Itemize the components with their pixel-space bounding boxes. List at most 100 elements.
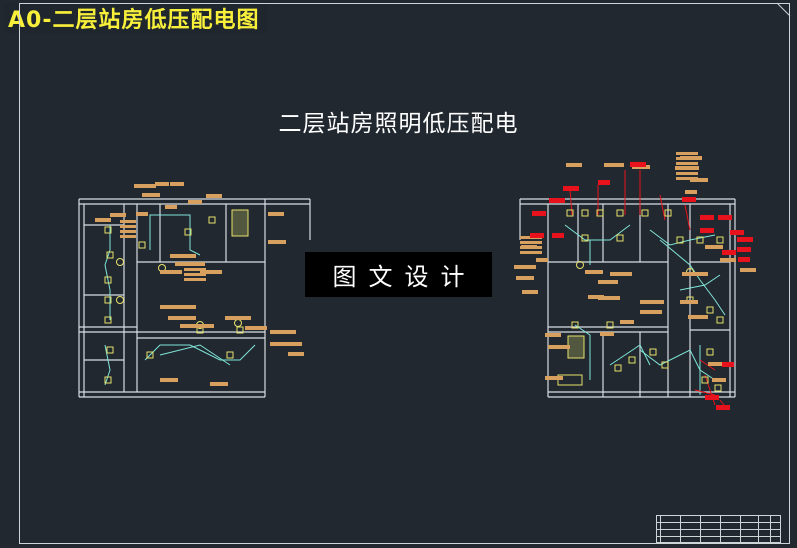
annotation-tag	[95, 218, 111, 222]
alert-tag	[737, 247, 751, 252]
annotation-tag	[170, 254, 196, 258]
annotation-tag	[688, 315, 708, 319]
alert-tag	[700, 228, 714, 233]
lighting-fixtures	[104, 209, 724, 392]
wire-run	[679, 274, 721, 291]
annotation-tag-stack	[184, 278, 206, 281]
drawing-frame	[19, 3, 790, 544]
fixture-symbol	[641, 209, 649, 217]
annotation-tag-stack	[120, 220, 136, 223]
fixture-symbol	[616, 209, 624, 217]
watermark-badge: 图文设计	[305, 252, 492, 297]
annotation-tag	[160, 270, 182, 274]
sheet-title-bar: A0-二层站房低压配电图	[4, 3, 268, 33]
leader-line	[699, 359, 716, 371]
annotation-tag	[268, 240, 286, 244]
socket-symbol	[116, 296, 124, 304]
alert-tag	[700, 215, 714, 220]
annotation-tag-stack	[120, 225, 136, 228]
annotation-tag	[160, 305, 196, 309]
alert-tag	[730, 230, 744, 235]
fixture-symbol	[138, 241, 146, 249]
annotation-tag-stack	[120, 230, 136, 233]
annotation-tag	[160, 378, 178, 382]
annotation-tag-stack	[120, 235, 136, 238]
annotation-tag-stack	[676, 162, 698, 165]
fixture-symbol	[146, 351, 154, 359]
fixture-symbol	[714, 384, 722, 392]
watermark-text: 图文设计	[332, 263, 477, 291]
wire-run	[574, 324, 591, 380]
fixture-symbol	[581, 234, 589, 242]
annotation-tag-stack	[676, 177, 698, 180]
socket-symbol	[116, 258, 124, 266]
alert-tag	[563, 186, 579, 191]
fixture-symbol	[664, 209, 672, 217]
alert-tag	[737, 237, 753, 242]
annotation-tag	[705, 245, 723, 249]
alert-tag	[738, 257, 750, 262]
annotation-tag	[165, 205, 177, 209]
socket-symbol	[576, 261, 584, 269]
alert-tag	[705, 395, 719, 400]
annotation-tag	[690, 178, 708, 182]
annotation-tag	[598, 296, 620, 300]
annotation-tag	[142, 193, 160, 197]
fixture-symbol	[616, 234, 624, 242]
annotation-tag	[548, 345, 570, 349]
annotation-tag	[720, 258, 736, 262]
annotation-tag-stack	[184, 273, 206, 276]
fixture-symbol	[614, 364, 622, 372]
fixture-symbol	[566, 209, 574, 217]
fixture-symbol	[106, 251, 114, 259]
annotation-tag	[680, 300, 698, 304]
wire-run	[609, 344, 651, 366]
fixture-symbol	[104, 296, 112, 304]
fixture-symbol	[581, 209, 589, 217]
annotation-tag	[110, 213, 126, 217]
annotation-tag	[268, 212, 284, 216]
annotation-tag-stack	[520, 251, 542, 254]
fixture-symbol	[184, 228, 192, 236]
annotation-tag	[134, 184, 156, 188]
annotation-tag	[536, 258, 548, 262]
fixture-symbol	[706, 306, 714, 314]
fixture-symbol	[208, 216, 216, 224]
annotation-tag	[170, 182, 184, 186]
fixture-symbol	[716, 236, 724, 244]
annotation-tag	[210, 382, 228, 386]
fixture-symbol	[676, 236, 684, 244]
annotation-tag	[200, 270, 222, 274]
wire-run	[149, 214, 201, 256]
annotation-tag	[620, 320, 634, 324]
alert-tag	[552, 233, 564, 238]
fixture-symbol	[104, 226, 112, 234]
annotation-tag	[682, 272, 708, 276]
alert-tag	[630, 162, 646, 167]
alert-tag	[598, 180, 610, 185]
annotation-tag-stack	[676, 172, 698, 175]
frame-corner-mark	[776, 2, 791, 17]
alert-tag	[722, 250, 736, 255]
fixture-symbol	[104, 376, 112, 384]
title-block	[656, 515, 781, 543]
annotation-tags	[95, 152, 756, 386]
fixture-symbol	[571, 321, 579, 329]
annotation-tag	[270, 330, 296, 334]
annotation-tag	[168, 316, 196, 320]
floor-plan-left	[78, 198, 311, 398]
annotation-tag	[610, 272, 632, 276]
annotation-leaders	[569, 170, 729, 411]
annotation-tag	[516, 276, 534, 280]
fixture-symbol	[236, 326, 244, 334]
annotation-tag	[155, 182, 169, 186]
annotation-tag	[585, 270, 603, 274]
wire-run	[159, 344, 231, 366]
annotation-tag	[588, 295, 604, 299]
alert-tag	[530, 233, 544, 238]
annotation-tag	[640, 300, 664, 304]
fixture-symbol	[104, 276, 112, 284]
distribution-panel-right	[567, 335, 585, 359]
annotation-tag-stack	[520, 241, 542, 244]
alert-tag	[532, 211, 546, 216]
